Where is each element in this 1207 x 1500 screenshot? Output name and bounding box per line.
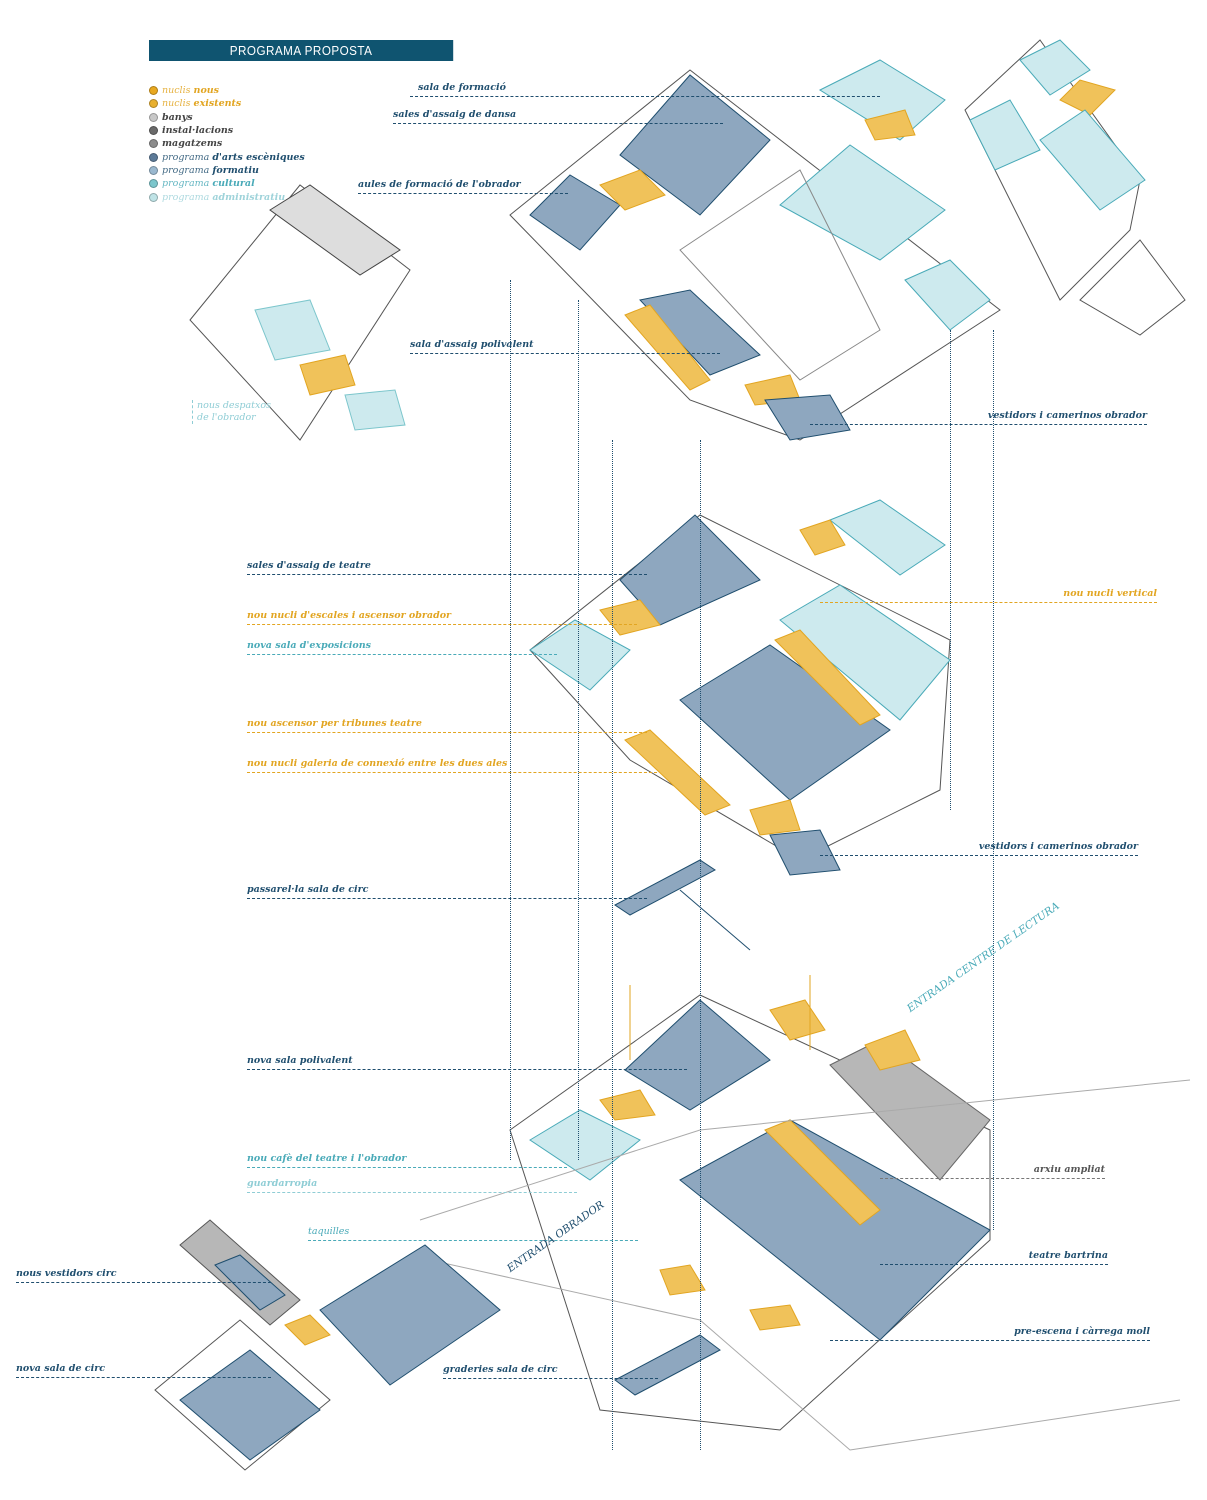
label-graderies: graderies sala de circ xyxy=(443,1364,658,1379)
label-taquilles: taquilles xyxy=(308,1226,638,1241)
legend-swatch-icon xyxy=(149,126,158,136)
projection-line xyxy=(612,440,613,1450)
legend-label: programa cultural xyxy=(162,178,255,190)
legend-swatch-icon xyxy=(149,139,158,149)
projection-line xyxy=(700,440,701,1450)
projection-line xyxy=(993,330,994,1230)
legend-swatch-icon xyxy=(149,192,158,202)
label-nucli-escales: nou nucli d'escales i ascensor obrador xyxy=(247,610,637,625)
label-sala-polivalent: sala d'assaig polivalent xyxy=(410,339,720,354)
label-nucli-vertical: nou nucli vertical xyxy=(820,588,1157,603)
label-despatxos-line1: nous despatxos xyxy=(197,400,271,411)
label-sales-dansa: sales d'assaig de dansa xyxy=(393,109,723,124)
projection-line xyxy=(510,280,511,1160)
label-guardarropia: guardarropia xyxy=(247,1178,577,1193)
label-teatre: teatre bartrina xyxy=(880,1250,1108,1265)
legend-item: programa d'arts escèniques xyxy=(149,150,305,163)
legend-label: magatzems xyxy=(162,138,223,150)
label-vestidors-mid: vestidors i camerinos obrador xyxy=(820,841,1138,856)
building-top-level xyxy=(509,59,1001,441)
label-vestidors-circ: nous vestidors circ xyxy=(16,1268,271,1283)
label-nucli-galeria: nou nucli galeria de connexió entre les … xyxy=(247,758,657,773)
legend-label: programa formatiu xyxy=(162,164,259,176)
label-sala-exposicions: nova sala d'exposicions xyxy=(247,640,557,655)
label-cafe: nou cafè del teatre i l'obrador xyxy=(247,1153,567,1168)
legend-item: programa formatiu xyxy=(149,164,305,177)
legend-swatch-icon xyxy=(149,179,158,189)
legend-item: instal·lacions xyxy=(149,124,305,137)
legend-swatch-icon xyxy=(149,112,158,122)
legend-swatch-icon xyxy=(149,152,158,162)
legend-swatch-icon xyxy=(149,86,158,96)
legend-label: programa administratiu xyxy=(162,191,286,203)
legend-label: programa d'arts escèniques xyxy=(162,151,305,163)
projection-line xyxy=(578,300,579,1160)
label-arxiu: arxiu ampliat xyxy=(880,1164,1105,1179)
legend-item: magatzems xyxy=(149,137,305,150)
building-obrador-top-left xyxy=(189,184,411,441)
label-despatxos-line2: de l'obrador xyxy=(197,412,256,423)
legend-item: nuclis existents xyxy=(149,97,305,110)
label-ascensor-tribunes: nou ascensor per tribunes teatre xyxy=(247,718,647,733)
legend-label: instal·lacions xyxy=(162,125,234,137)
legend-item: programa administratiu xyxy=(149,190,305,203)
label-sala-formacio: sala de formació xyxy=(410,82,880,97)
legend-label: nuclis nous xyxy=(162,85,220,97)
label-vestidors-top: vestidors i camerinos obrador xyxy=(810,410,1147,425)
building-middle-level xyxy=(529,499,951,951)
building-annex-top-right xyxy=(964,39,1186,336)
legend-swatch-icon xyxy=(149,165,158,175)
legend-item: nuclis nous xyxy=(149,84,305,97)
label-despatxos: nous despatxos de l'obrador xyxy=(192,400,271,424)
legend-swatch-icon xyxy=(149,99,158,109)
projection-line xyxy=(950,330,951,810)
diagram-title: PROGRAMA PROPOSTA xyxy=(149,40,454,61)
label-sales-teatre: sales d'assaig de teatre xyxy=(247,560,647,575)
legend-label: banys xyxy=(162,111,193,123)
label-sala-circ: nova sala de circ xyxy=(16,1363,271,1378)
label-preescena: pre-escena i càrrega moll xyxy=(830,1326,1150,1341)
legend-label: nuclis existents xyxy=(162,98,242,110)
legend-item: programa cultural xyxy=(149,177,305,190)
building-circ xyxy=(154,1219,501,1471)
label-passarella: passarel·la sala de circ xyxy=(247,884,647,899)
legend-item: banys xyxy=(149,111,305,124)
label-aules-obrador: aules de formació de l'obrador xyxy=(358,179,568,194)
building-ground-level xyxy=(419,975,1191,1451)
label-nova-polivalent: nova sala polivalent xyxy=(247,1055,687,1070)
